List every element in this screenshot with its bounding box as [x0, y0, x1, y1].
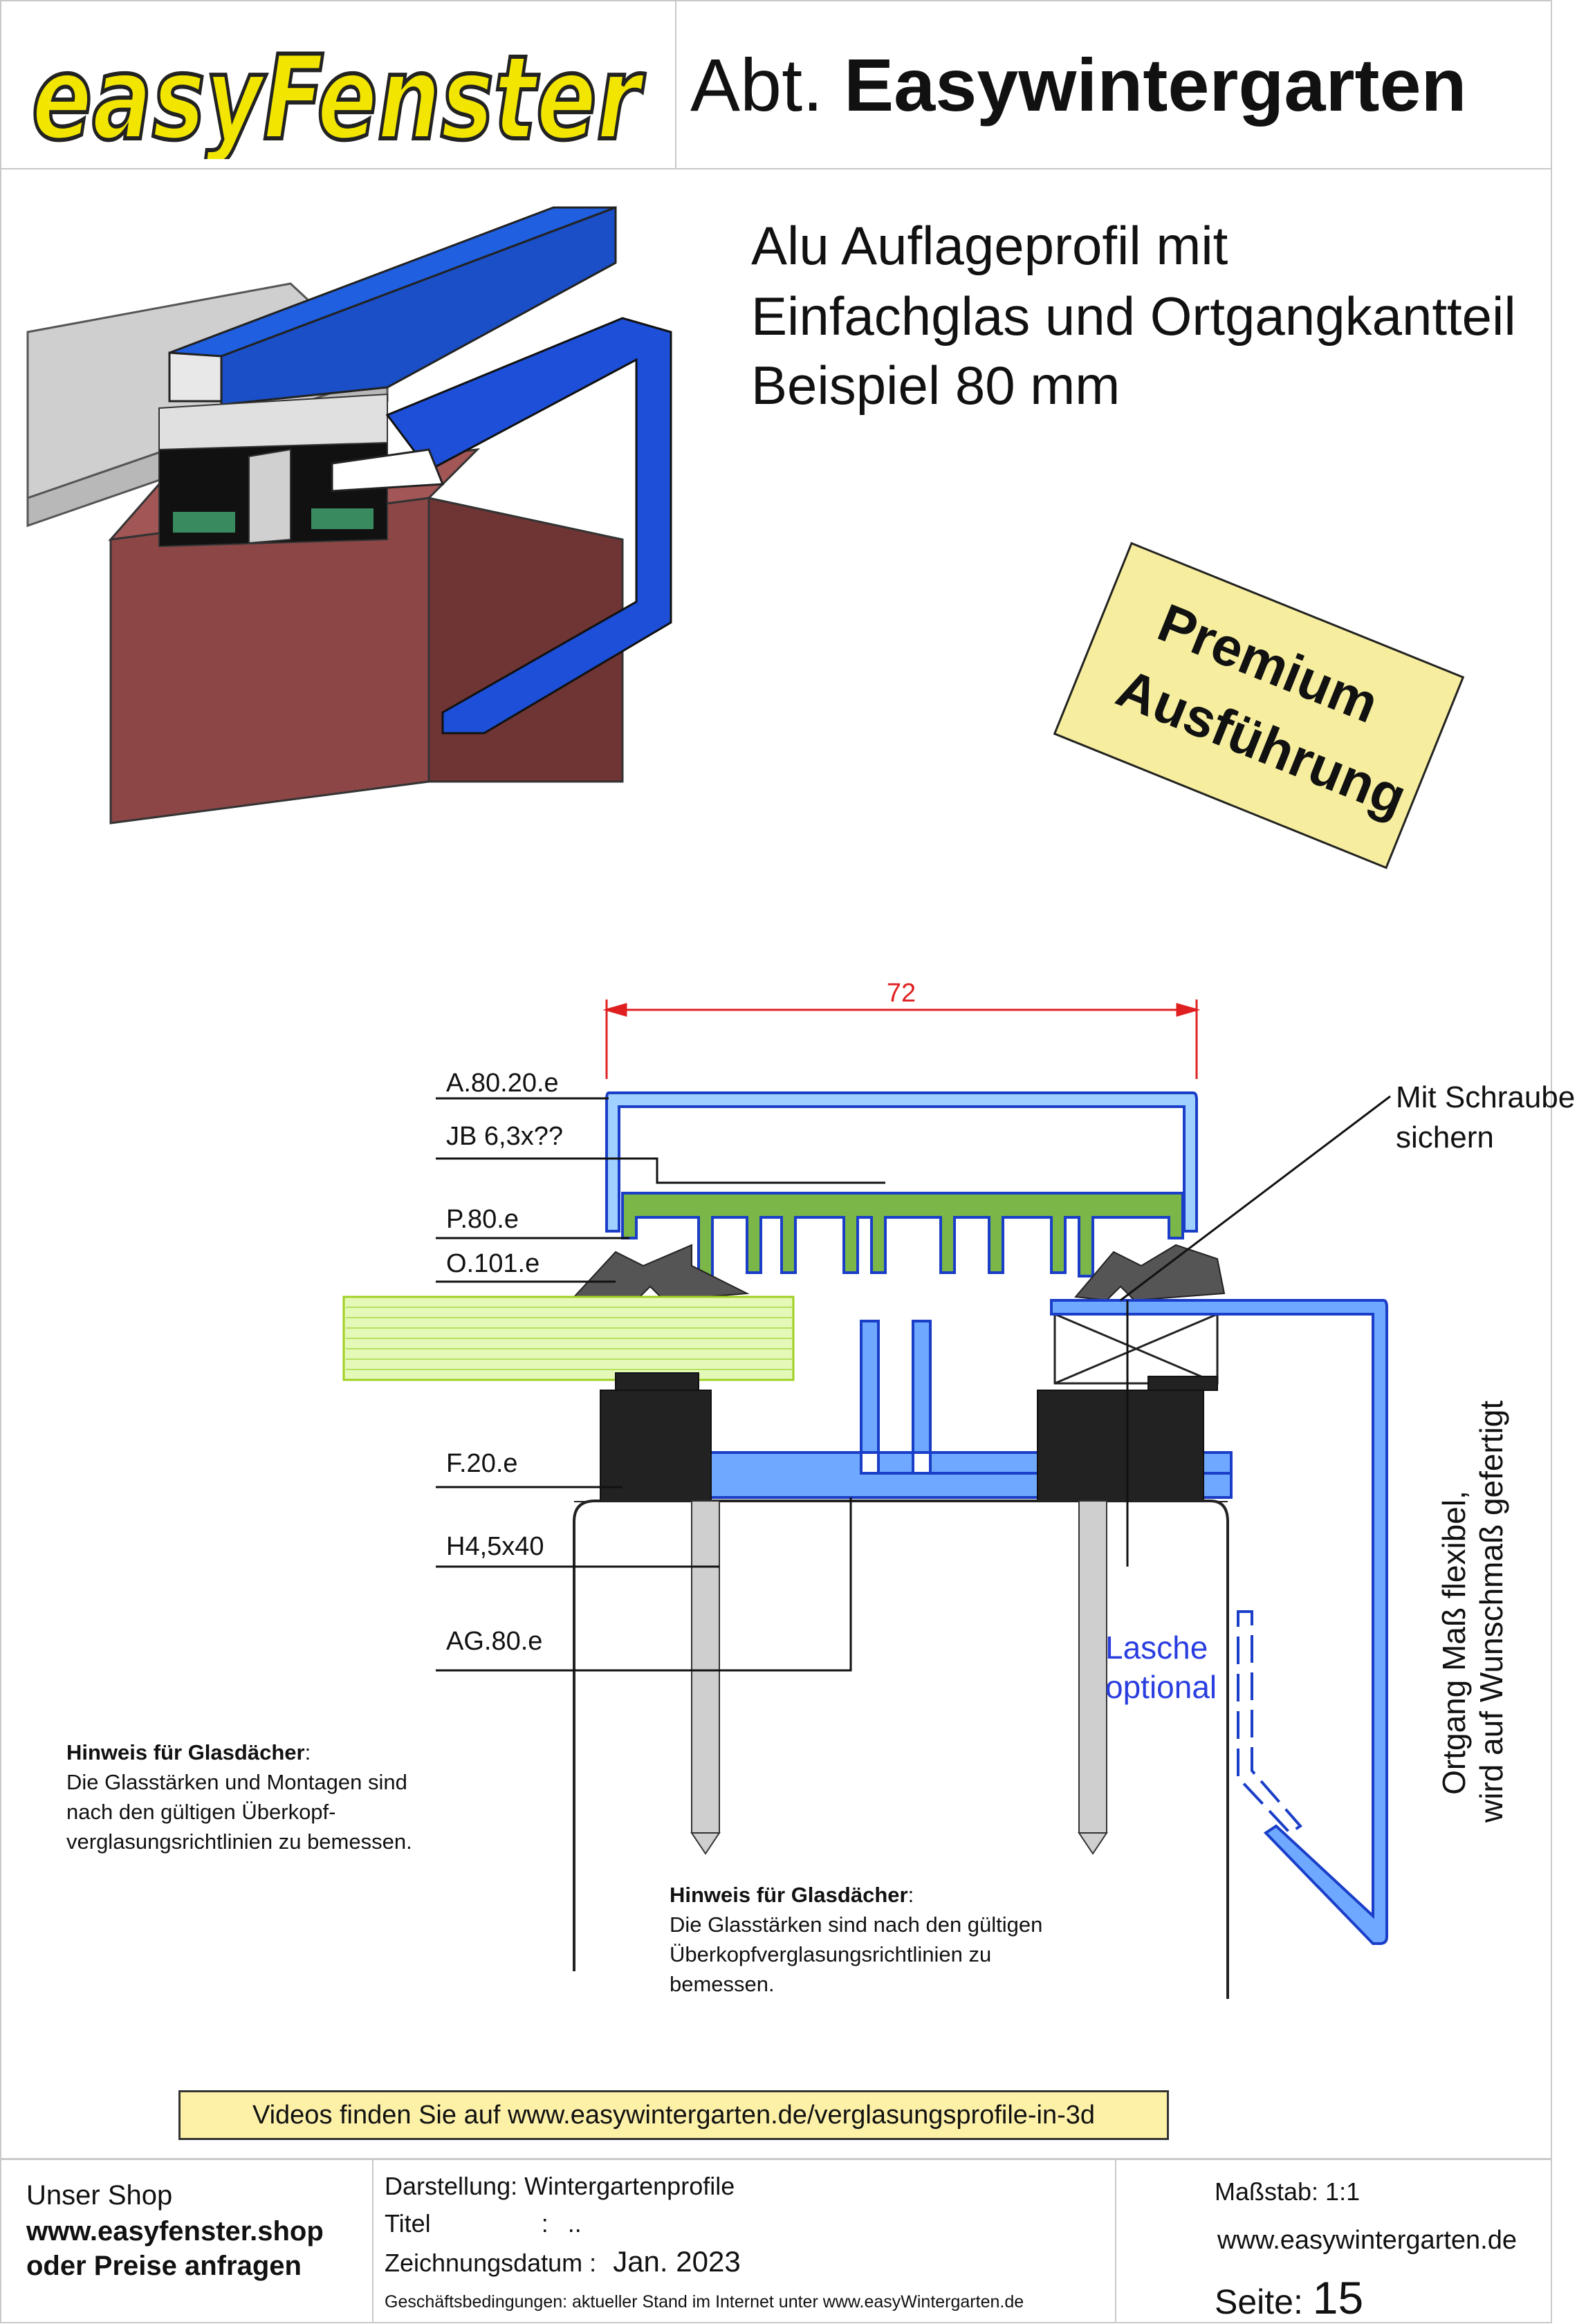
profile-body-3d — [158, 421, 388, 548]
lasche-line-2: optional — [1105, 1669, 1217, 1705]
footer-box — [0, 2158, 1552, 2323]
label-f20: F.20.e — [446, 1449, 518, 1478]
leader-lines — [436, 1095, 1391, 1672]
screw-note-line-2: sichern — [1396, 1120, 1494, 1154]
titel-label: Titel — [385, 2209, 431, 2238]
dept-prefix: Abt. — [690, 43, 824, 127]
page-number: 15 — [1312, 2272, 1364, 2323]
easyfenster-logo: easyFenster — [30, 28, 647, 159]
scale: Maßstab: 1:1 — [1215, 2177, 1361, 2206]
darstellung: Darstellung: Wintergartenprofile — [385, 2172, 735, 2200]
title-line-3: Beispiel 80 mm — [751, 355, 1121, 416]
page-label: Seite: — [1215, 2282, 1303, 2321]
page-indicator: Seite: 15 — [1215, 2271, 1363, 2324]
label-a80: A.80.20.e — [446, 1069, 559, 1098]
ortgang-note: Ortgang Maß flexibel, wird auf Wunschmaß… — [1435, 1400, 1525, 1823]
ortgang-3d — [331, 317, 672, 735]
terms: Geschäftsbedingungen: aktueller Stand im… — [385, 2292, 1024, 2312]
label-h45: H4,5x40 — [446, 1532, 544, 1561]
ortgang-note-line-2: wird auf Wunschmaß gefertigt — [1473, 1400, 1509, 1823]
datum-value: Jan. 2023 — [613, 2245, 741, 2278]
footer-divider-1 — [372, 2158, 374, 2323]
label-p80: P.80.e — [446, 1205, 519, 1234]
base-block — [573, 1500, 1229, 1999]
note-center-title: Hinweis für Glasdächer: — [670, 1883, 914, 1907]
profile-p80-green — [621, 1192, 1184, 1278]
department-title: Abt. Easywintergarten — [690, 42, 1466, 128]
dimension-72 — [602, 999, 1201, 1079]
label-o101: O.101.e — [446, 1249, 540, 1278]
titel-colon: : — [541, 2209, 548, 2238]
dimension-72-text: 72 — [887, 979, 916, 1008]
note-left-line-3: verglasungsrichtlinien zu bemessen. — [66, 1829, 412, 1854]
note-left-line-2: nach den gültigen Überkopf- — [66, 1800, 336, 1824]
note-center: Hinweis für Glasdächer: Die Glasstärken … — [670, 1880, 1042, 1999]
note-center-line-2: Überkopfverglasungsrichtlinien zu — [670, 1942, 992, 1966]
titel-row: Titel : .. — [385, 2209, 582, 2238]
titel-value: .. — [567, 2209, 582, 2238]
note-left-title: Hinweis für Glasdächer: — [66, 1740, 311, 1764]
ortgang-note-line-1: Ortgang Maß flexibel, — [1436, 1491, 1472, 1795]
title-line-2: Einfachglas und Ortgangkantteil — [751, 286, 1516, 347]
datum-row: Zeichnungsdatum : Jan. 2023 — [385, 2245, 741, 2278]
glass-pane — [342, 1295, 795, 1381]
title-line-1: Alu Auflageprofil mit — [751, 215, 1228, 276]
dept-name: Easywintergarten — [844, 43, 1467, 127]
seals-o101 — [572, 1244, 1226, 1302]
note-center-line-1: Die Glasstärken sind nach den gültigen — [670, 1912, 1043, 1937]
gaskets-f20 — [600, 1372, 1218, 1502]
label-jb: JB 6,3x?? — [446, 1122, 563, 1151]
video-banner[interactable]: Videos finden Sie auf www.easywintergart… — [178, 2090, 1169, 2140]
header-box — [0, 0, 1552, 169]
shop-url-link[interactable]: www.easyfenster.shop — [26, 2216, 324, 2247]
label-ag80: AG.80.e — [446, 1627, 543, 1656]
profile-a80-cap — [605, 1091, 1198, 1233]
lasche-line-1: Lasche — [1105, 1630, 1208, 1666]
footer-divider-2 — [1115, 2158, 1116, 2323]
note-left: Hinweis für Glasdächer: Die Glasstärken … — [66, 1737, 412, 1856]
cover-cap-3d — [158, 205, 617, 451]
shop-label: Unser Shop — [26, 2180, 173, 2211]
page-frame — [0, 168, 1552, 2160]
note-left-line-1: Die Glasstärken und Montagen sind — [66, 1770, 407, 1794]
spacer-box — [1053, 1313, 1219, 1385]
logo-text: easyFenster — [32, 30, 645, 159]
datum-label: Zeichnungsdatum : — [385, 2249, 597, 2277]
ortgang-profile — [1050, 1299, 1388, 1945]
note-center-line-3: bemessen. — [670, 1972, 775, 1996]
screws-h45 — [690, 1500, 1108, 1855]
screw-note-line-1: Mit Schraube — [1396, 1080, 1576, 1114]
site-link[interactable]: www.easywintergarten.de — [1217, 2226, 1517, 2255]
shop-cta: oder Preise anfragen — [26, 2251, 302, 2281]
header-divider — [675, 0, 676, 169]
